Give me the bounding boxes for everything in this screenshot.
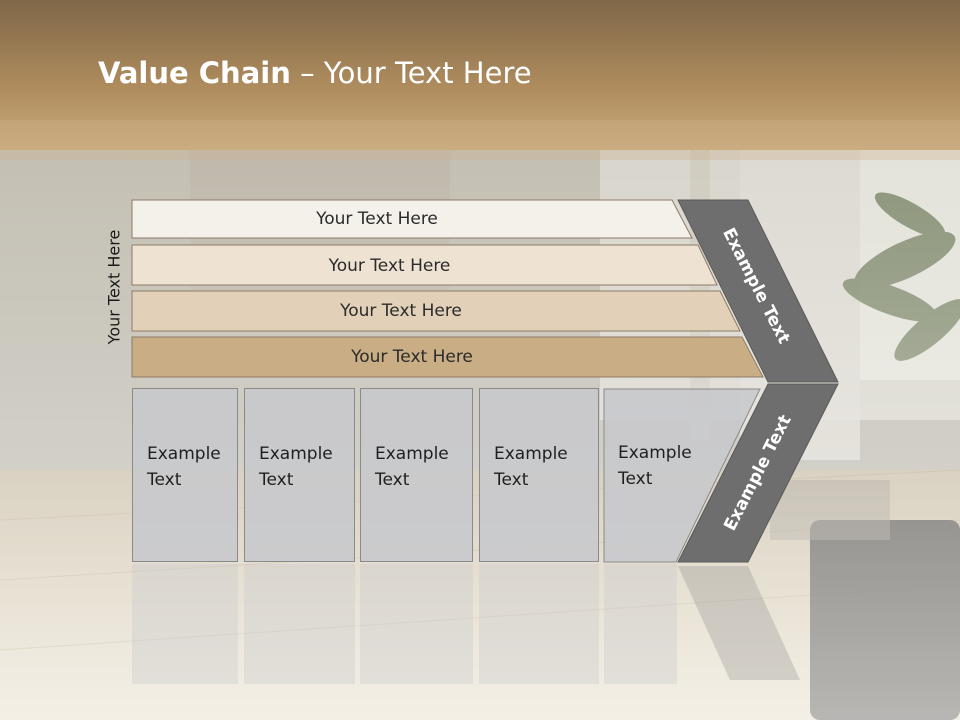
row-1: Your Text Here — [132, 200, 692, 238]
row-1-label: Your Text Here — [316, 209, 438, 229]
card-3-line1: Example — [375, 444, 449, 464]
card-4-line2: Text — [494, 470, 529, 490]
row-2-label: Your Text Here — [328, 256, 451, 276]
chevron-upper — [677, 199, 839, 383]
card-5: Example Text — [604, 388, 694, 562]
card-2-line2: Text — [259, 470, 294, 490]
row-band-3 — [131, 290, 741, 332]
row-3-label: Your Text Here — [340, 301, 462, 321]
title-bold: Value Chain — [98, 56, 291, 90]
chevron-reflection — [678, 566, 800, 680]
card-3: Example Text — [360, 388, 473, 562]
card-2-line1: Example — [259, 444, 333, 464]
row-band-4 — [131, 336, 764, 378]
chevron-lower — [677, 383, 839, 563]
row-band-1 — [131, 199, 693, 239]
card-5-line2: Text — [618, 469, 653, 489]
row-band-2 — [131, 244, 718, 286]
slide-title: Value Chain – Your Text Here — [98, 56, 532, 90]
card-1-line1: Example — [147, 444, 221, 464]
title-rest: – Your Text Here — [290, 56, 532, 90]
card-4: Example Text — [479, 388, 599, 562]
card-1: Example Text — [132, 388, 238, 562]
card-5-line1: Example — [618, 443, 692, 463]
row-3: Your Text Here — [132, 291, 740, 331]
row-4: Your Text Here — [132, 337, 762, 377]
card-2: Example Text — [244, 388, 355, 562]
card-1-line2: Text — [147, 470, 182, 490]
card-3-line2: Text — [375, 470, 410, 490]
row-4-label: Your Text Here — [351, 347, 473, 367]
row-2: Your Text Here — [132, 246, 717, 286]
card-5-shape — [603, 388, 761, 563]
card-4-line1: Example — [494, 444, 568, 464]
